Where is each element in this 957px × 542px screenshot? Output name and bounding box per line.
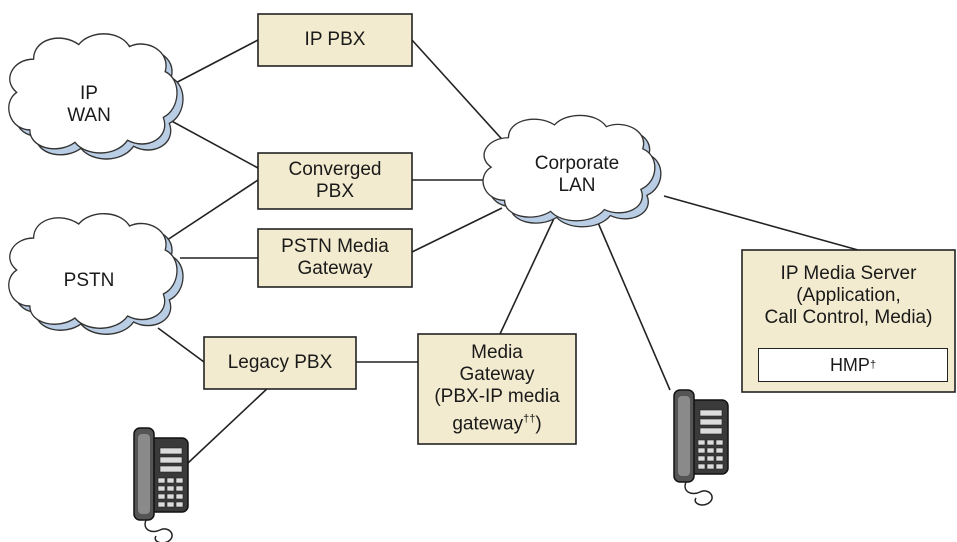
legacy-pbx-line-1: Legacy PBX <box>227 352 333 373</box>
ip-wan-label: IP WAN <box>34 80 144 130</box>
media-gateway-line-4-text: gateway <box>452 413 524 435</box>
converged-pbx-line-2: PBX <box>315 181 355 202</box>
pstn-label: PSTN <box>34 266 144 296</box>
ip-pbx-box <box>257 13 413 67</box>
corporate-lan-label: Corporate LAN <box>512 150 642 200</box>
hmp-label: HMP <box>829 354 870 375</box>
pstn-media-gateway-box <box>257 228 413 288</box>
corporate-lan-line-1: Corporate <box>534 153 620 174</box>
pstn-media-gateway-label: PSTN Media Gateway <box>258 229 412 287</box>
converged-pbx-label: Converged PBX <box>258 153 412 209</box>
ip-pbx-line-1: IP PBX <box>304 29 366 50</box>
media-gateway-line-1: Media <box>471 342 523 364</box>
media-gateway-line-4-suffix: ) <box>535 413 542 435</box>
desk-phone-icon <box>673 389 729 506</box>
ip-media-server-line-1: IP Media Server <box>780 263 917 284</box>
media-gateway-line-3: (PBX-IP media <box>434 386 560 408</box>
pstn-line-1: PSTN <box>63 270 115 291</box>
hmp-footnote-mark: † <box>869 359 877 371</box>
desk-phone-icon <box>133 427 189 542</box>
media-gateway-footnote-mark: †† <box>523 413 536 426</box>
legacy-pbx-box <box>203 336 357 390</box>
converged-pbx-box <box>257 152 413 210</box>
ip-media-server-line-3: Call Control, Media) <box>764 307 933 328</box>
ip-media-server-label: IP Media Server (Application, Call Contr… <box>742 256 955 336</box>
legacy-pbx-label: Legacy PBX <box>204 337 356 389</box>
media-gateway-box <box>417 333 577 445</box>
ip-wan-line-1: IP <box>80 83 98 104</box>
hmp-box: HMP† <box>758 348 948 382</box>
ip-pbx-label: IP PBX <box>258 14 412 66</box>
converged-pbx-line-1: Converged <box>288 159 382 180</box>
media-gateway-line-2: Gateway <box>459 364 535 386</box>
ip-media-server-line-2: (Application, <box>796 285 901 306</box>
media-gateway-label: Media Gateway (PBX-IP media gateway††) <box>418 334 576 444</box>
pstn-media-gateway-line-1: PSTN Media <box>281 236 389 257</box>
media-gateway-line-4: gateway††) <box>452 408 541 435</box>
corporate-lan-line-2: LAN <box>558 175 596 196</box>
ip-wan-line-2: WAN <box>67 105 111 126</box>
pstn-media-gateway-line-2: Gateway <box>297 258 373 279</box>
